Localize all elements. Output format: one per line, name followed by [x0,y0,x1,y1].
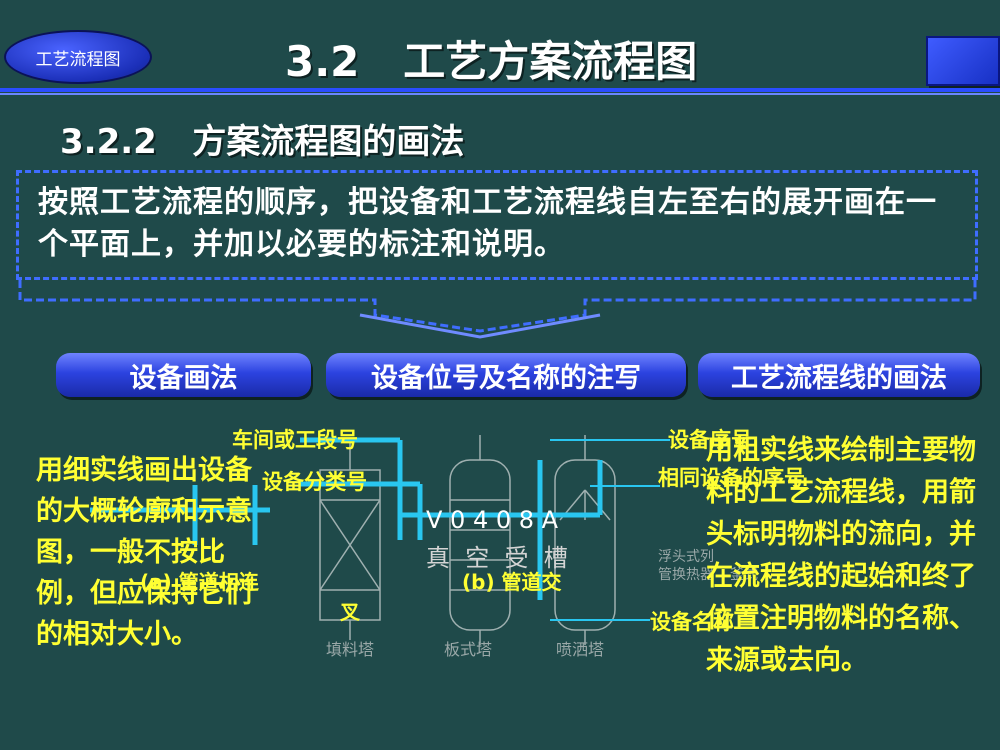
intro-text: 按照工艺流程的顺序，把设备和工艺流程线自左至右的展开画在一个平面上，并加以必要的… [38,185,937,262]
equipment-tag-name: 真 空 受 槽 [426,544,568,572]
hx-label-3: 釜式 [730,567,758,583]
process-line-description: 用粗实线来绘制主要物料的工艺流程线，用箭头标明物料的流向，并在流程线的起始和终了… [706,435,976,676]
label-workshop: 车间或工段号 [232,428,358,452]
tower-label-plate: 板式塔 [444,640,493,659]
equipment-description: 用细实线画出设备的大概轮廓和示意图，一般不按比例，但应保持它们的相对大小。 [36,455,252,650]
section-badge[interactable]: 工艺流程图 [4,30,152,84]
section-pill-numbering[interactable]: 设备位号及名称的注写 [326,353,686,397]
label-same-seq: 相同设备的序号 [658,466,805,490]
tower-label-packed: 填料塔 [326,640,375,659]
intro-frame [16,170,978,280]
title-divider-highlight [0,93,1000,95]
section-pill-equipment[interactable]: 设备画法 [56,353,311,397]
caption-a-cont: 叉 [340,600,360,624]
funnel-arrow [18,280,977,339]
label-equipment-name: 设备名称 [650,610,734,634]
label-category: 设备分类号 [262,470,367,494]
hx-label-2: 管换热器 [658,567,714,583]
label-seq: 设备序号 [668,428,752,452]
title-divider [0,88,1000,92]
page-title: 3.2 工艺方案流程图 [285,37,698,86]
tower-label-spray: 喷洒塔 [556,640,605,659]
nav-box[interactable] [926,36,1000,86]
hx-label: 浮头式列 [658,549,714,565]
caption-a: (a) 管道相连 [140,570,259,594]
subsection-title: 3.2.2 方案流程图的画法 [60,122,465,162]
equipment-drawings [300,435,670,645]
section-pill-lines[interactable]: 工艺流程线的画法 [698,353,980,397]
pipe-crossing-left [90,485,270,545]
caption-b: (b) 管道交 [462,570,562,594]
equipment-tag: V 0 4 0 8 A [426,506,559,534]
